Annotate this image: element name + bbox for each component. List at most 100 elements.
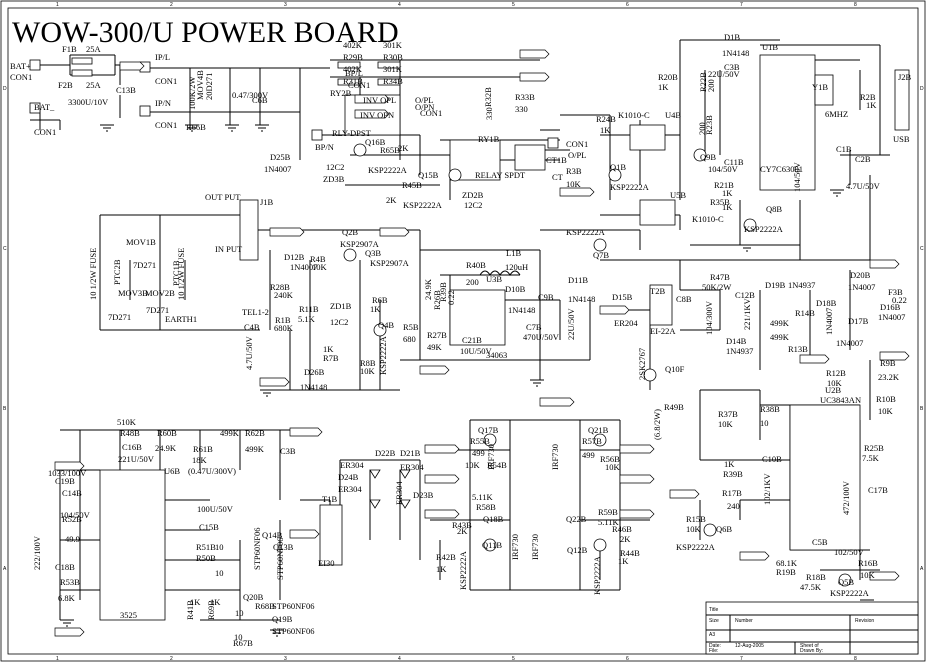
transformer-t2b	[649, 284, 673, 326]
label-r29b-v: 402K	[343, 40, 363, 50]
label-r55b-v: 499	[472, 448, 485, 458]
label-y1b: Y1B	[812, 82, 828, 92]
label-r2b-v: 1K	[866, 100, 877, 110]
border-row-left-A: A	[3, 566, 7, 572]
label-r30b-v: 301K	[383, 40, 403, 50]
label-ksp8: KSP2222A	[830, 588, 870, 598]
label-r1b: R1B	[275, 315, 291, 325]
components	[60, 54, 910, 637]
diode-d23b	[399, 499, 411, 509]
label-r16b-v: 10K	[860, 570, 876, 580]
label-d18b: D18B	[816, 298, 837, 308]
label-c16b: C16B	[122, 442, 142, 452]
title-block-revision: Revision	[855, 618, 874, 624]
tel-label: TEL1-2	[242, 307, 269, 317]
label-c4b: C4B	[244, 322, 260, 332]
label-q6b: Q6B	[716, 524, 732, 534]
crystal-y1b	[814, 74, 834, 106]
border-col-top-6: 6	[626, 2, 629, 8]
label-d10b: D10B	[505, 284, 526, 294]
border-col-bottom-1: 1	[56, 656, 59, 662]
border-row-left-B: B	[3, 406, 7, 412]
label-ksp7: KSP2222A	[676, 542, 716, 552]
label-r10b: R10B	[876, 394, 896, 404]
label-relay-spdt: RELAY SPDT	[475, 170, 526, 180]
label-d12b: D12B	[284, 252, 305, 262]
label-r38b-v: 10	[760, 418, 769, 428]
label-d19b-v: 1N4937	[788, 280, 815, 290]
transistor-q7b	[593, 238, 607, 252]
label-q13b: Q13B	[273, 542, 294, 552]
border-row-left-D: D	[3, 86, 7, 92]
label-cy7c: CY7C63001	[760, 164, 803, 174]
label-r53b-v: 6.8K	[58, 593, 76, 603]
label-d11b: D11B	[568, 275, 588, 285]
border-col-top-4: 4	[398, 2, 401, 8]
label-r43b: R43B	[452, 520, 472, 530]
label-l1b: L1B	[506, 248, 521, 258]
ct1b-transformer	[514, 144, 546, 171]
label-c7b: C7B	[526, 322, 542, 332]
label-opl2: O/PL	[568, 150, 586, 160]
label-d26b-v: 1N4148	[300, 382, 327, 392]
label-zd1b: ZD1B	[330, 301, 352, 311]
label-ksp2907a: KSP2907A	[340, 239, 380, 249]
label-q18b: Q18B	[483, 514, 504, 524]
label-u6b: U6B	[164, 466, 180, 476]
in-put-label: IN PUT	[215, 244, 243, 254]
label-r19b: R19B	[776, 567, 796, 577]
label-r45b-v: 2K	[386, 195, 397, 205]
inductor-l1b	[479, 270, 521, 276]
label-ct1b: CT1B	[546, 155, 567, 165]
bp-n-label: BP/N	[315, 142, 334, 152]
title-block-title: Title	[709, 607, 718, 613]
label-r8b-v: 10K	[360, 366, 376, 376]
label-d19b: D19B	[765, 280, 786, 290]
label-r14b-v2: 499K	[770, 332, 790, 342]
label-u1b: U1B	[762, 42, 778, 52]
label-q1b: Q1B	[610, 162, 626, 172]
label-u3525: 3525	[120, 610, 137, 620]
border-row-left-C: C	[3, 246, 7, 252]
label-u4b: U4B	[665, 110, 681, 120]
resistor-r34b	[377, 78, 401, 86]
label-r41b-v: 1K	[190, 597, 201, 607]
transistor-q17b	[483, 433, 497, 447]
label-c18b-v: 222/100V	[32, 535, 42, 570]
label-r13b: R13B	[788, 344, 808, 354]
label-q22b: Q22B	[566, 514, 587, 524]
fuse-f2b	[71, 69, 93, 77]
label-r33b-v: 330	[515, 104, 528, 114]
label-zd2b-v: 12C2	[464, 200, 482, 210]
transistor-q16b	[353, 143, 367, 157]
label-d1b-v: 1N4148	[722, 48, 749, 58]
out-put-label: OUT PUT	[205, 192, 241, 202]
label-c3b-v: 22U/50V	[708, 69, 741, 79]
pin-bp-n	[311, 129, 323, 141]
title-block-size-value: A3	[709, 632, 715, 638]
label-c8b-v: 104/300V	[704, 300, 714, 335]
label-stp1: STP60NF06	[252, 527, 262, 570]
label-c19b: C19B	[55, 476, 75, 486]
label-r48b-v: 510K	[117, 417, 137, 427]
label-rly-dpst: RLY-DPST	[332, 128, 372, 138]
label-c15b: C15B	[199, 522, 219, 532]
label-ksp4: KSP2222A	[744, 224, 784, 234]
label-q19b: Q19B	[272, 614, 293, 624]
label-r21b: R21B	[714, 180, 734, 190]
label-r3b: R3B	[566, 166, 582, 176]
label-r51b: R51B	[196, 542, 216, 552]
ip-n-label: IP/N	[155, 98, 171, 108]
label-f2b-v: 25A	[86, 80, 102, 90]
label-er304d: ER304	[394, 481, 404, 505]
title-block-date: Date:	[709, 643, 721, 649]
label-con1b: CON1	[348, 80, 370, 90]
label-f3b: F3B	[888, 287, 903, 297]
earth-label: EARTH1	[165, 314, 197, 324]
label-fuse-a: 10 1/2W FUSE	[88, 248, 98, 300]
label-c13b: C13B	[116, 85, 136, 95]
label-f3b-v: 0.22	[892, 295, 907, 305]
label-r6b: R6B	[372, 295, 388, 305]
transistor-q2b	[343, 248, 357, 262]
